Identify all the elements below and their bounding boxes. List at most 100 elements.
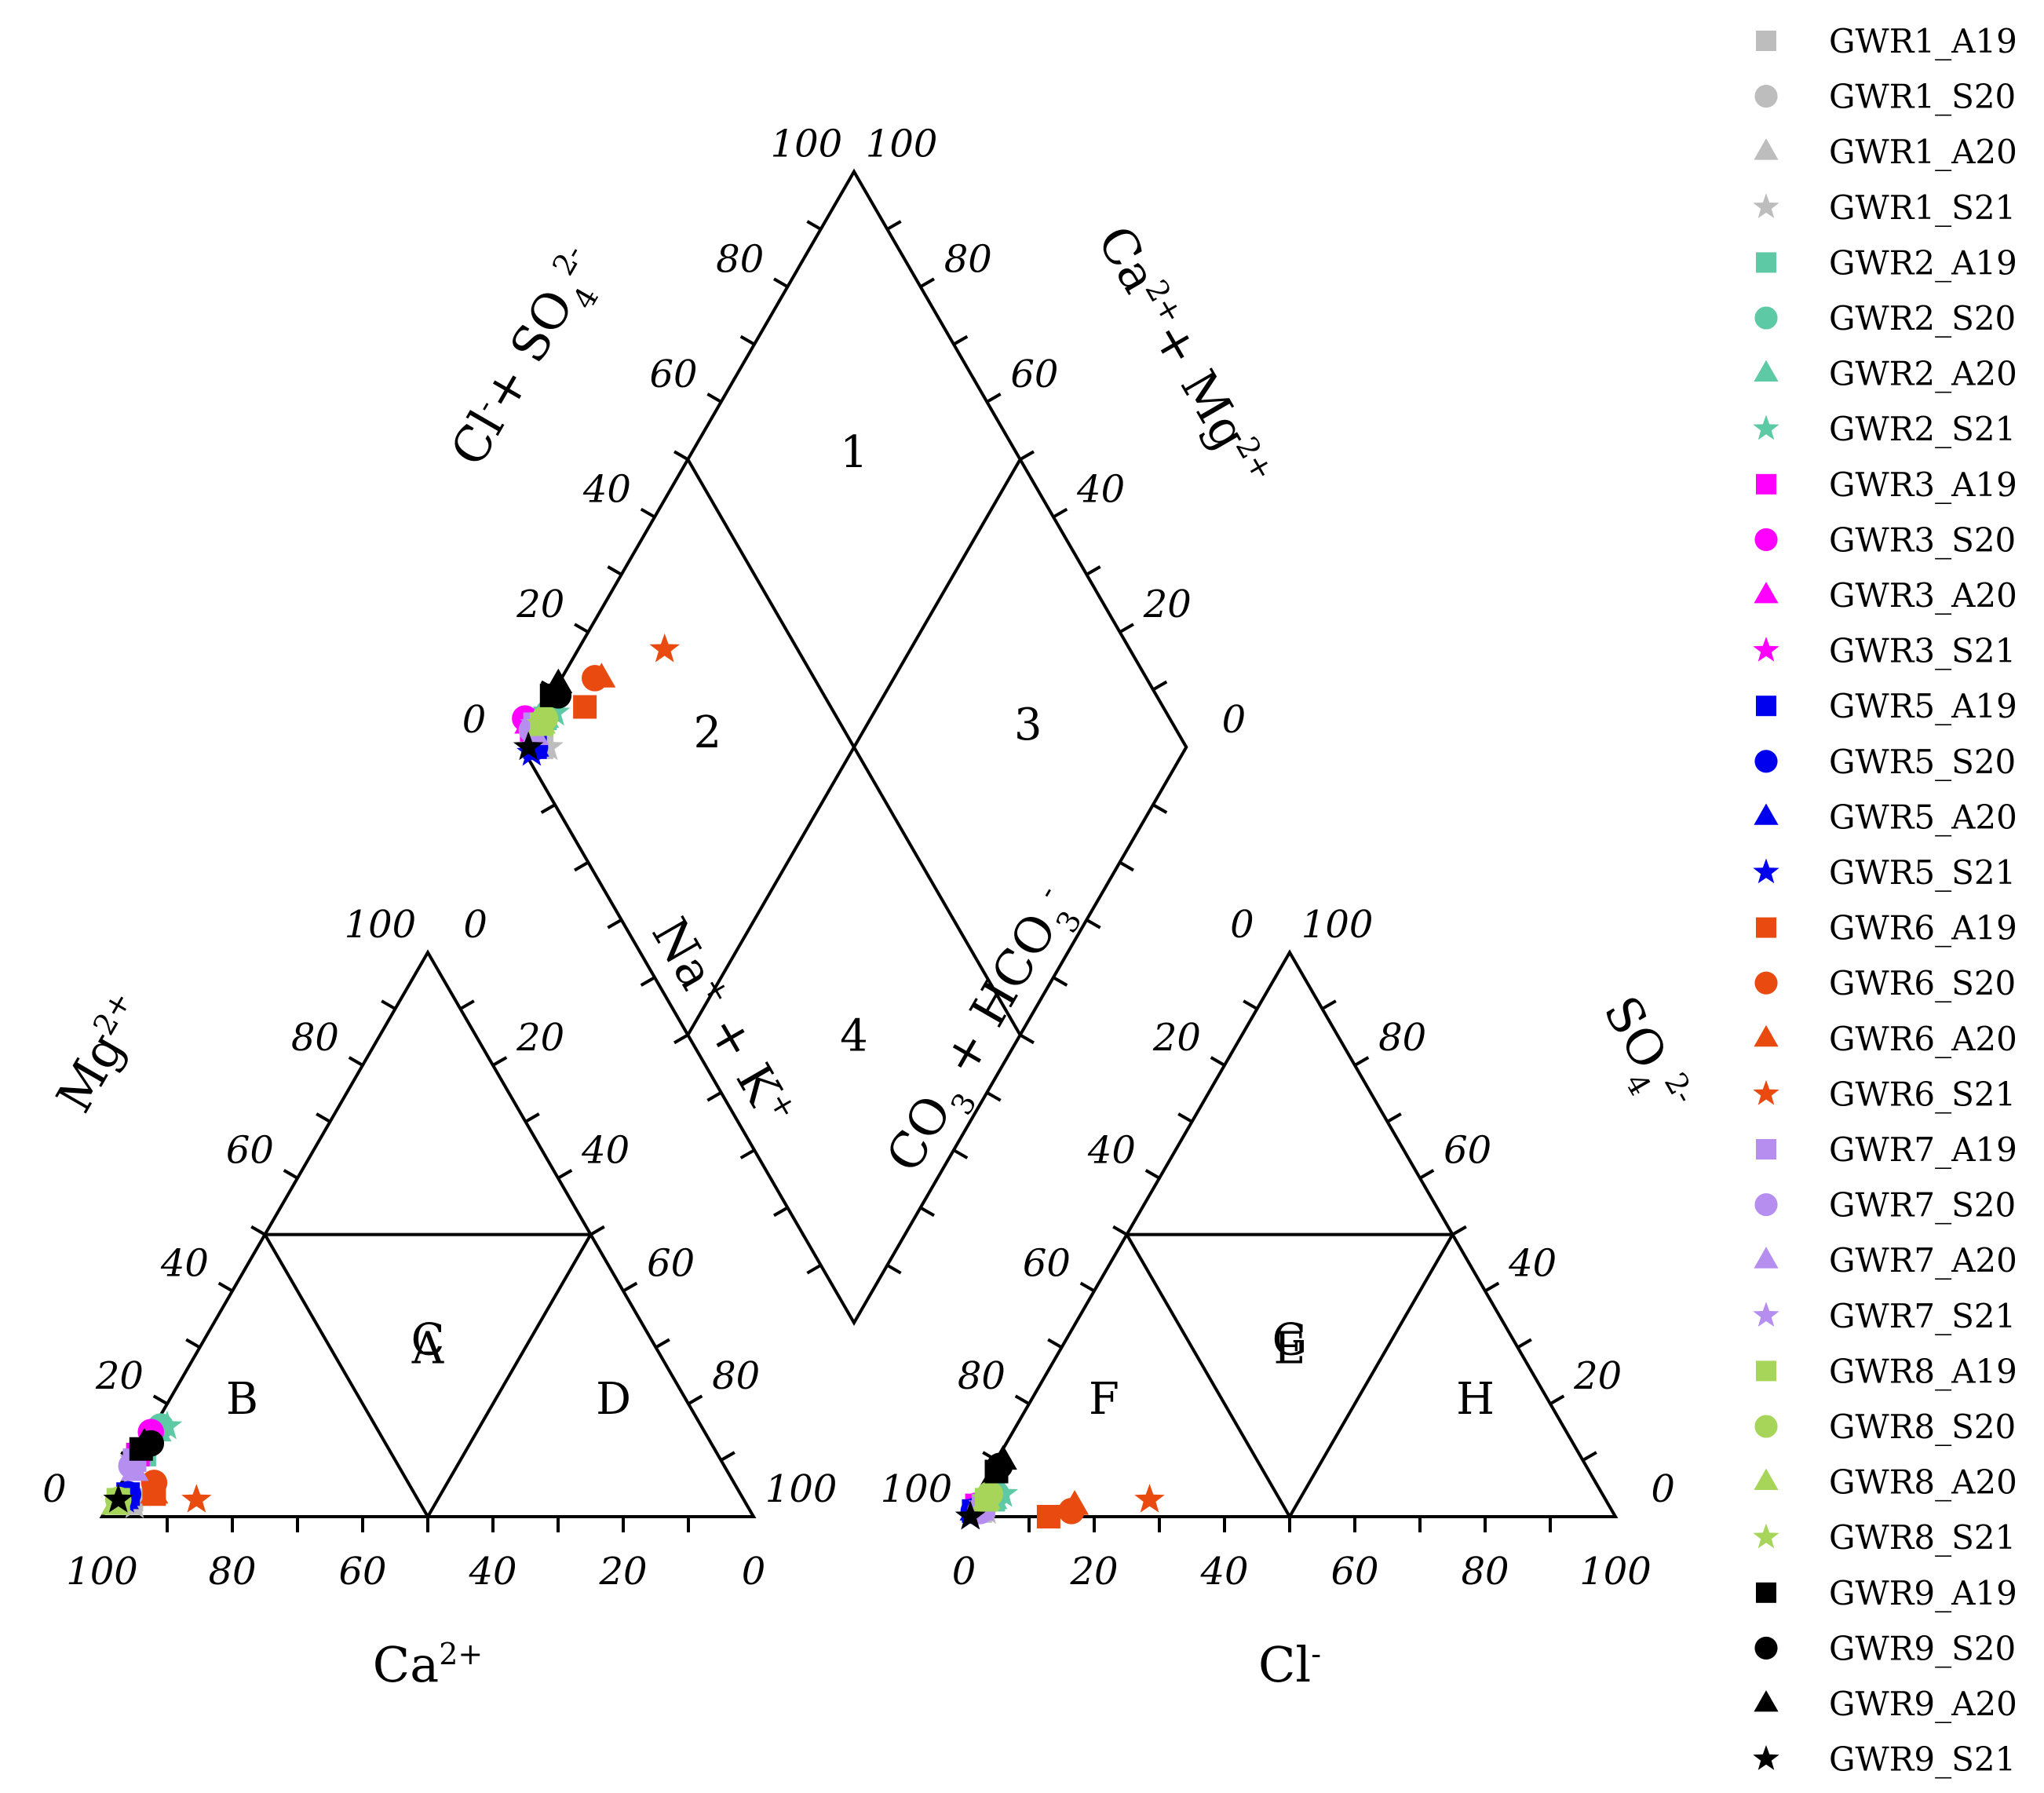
point-GWR6_S21-anion [1134, 1484, 1165, 1513]
anion-left-tick [1144, 1168, 1161, 1180]
cation-right-tick [524, 1112, 540, 1123]
cation-bottom-tick-label: 100 [66, 1550, 138, 1594]
legend-marker-star [1753, 414, 1779, 440]
diamond-left-upper-tick-label: 100 [771, 122, 843, 166]
legend-label: GWR5_S20 [1829, 743, 2016, 781]
cation-c-right-line [426, 1233, 593, 1518]
point-GWR1_S21-diamond [533, 731, 564, 761]
legend-label: GWR5_A20 [1829, 798, 2017, 836]
legend-entry: GWR6_S21 [1753, 1075, 2016, 1113]
legend-marker-triangle [1754, 1690, 1779, 1712]
cation-left-tick-label: 80 [291, 1016, 339, 1060]
point-GWR9_S21-cation [103, 1484, 133, 1513]
point-GWR6_S21-cation [181, 1484, 212, 1513]
point-GWR6_S21-diamond [649, 633, 680, 663]
diamond-left-upper-tick [673, 450, 689, 461]
diamond-right-lower-tick [886, 1263, 902, 1275]
diamond-left-upper-tick [574, 623, 589, 634]
anion-right-tick [1353, 1056, 1370, 1067]
anion-left-tick-label: 40 [1087, 1129, 1136, 1173]
diamond-right-upper-tick-label: 60 [1010, 352, 1058, 396]
diagram-frames [99, 168, 1619, 1518]
legend-entry: GWR2_A20 [1754, 355, 2017, 393]
data-points [100, 633, 1165, 1530]
legend-label: GWR6_A19 [1829, 909, 2017, 948]
legend-entry: GWR5_S21 [1753, 853, 2016, 892]
diamond-left-lower-tick [640, 976, 656, 987]
point-GWR9_A20-cation [130, 1428, 159, 1453]
anion-right-tick-label: 0 [1651, 1467, 1675, 1511]
cation-bottom-tick-label: 20 [598, 1550, 647, 1594]
anion-right-tick-label: 40 [1508, 1241, 1557, 1285]
legend-entry: GWR7_S21 [1753, 1297, 2016, 1335]
legend-label: GWR2_A20 [1829, 355, 2017, 393]
anion-left-tick [1112, 1225, 1128, 1236]
cation-right-tick [687, 1394, 703, 1405]
cation-c-left-line [263, 1233, 429, 1518]
legend-label: GWR9_S21 [1829, 1740, 2016, 1779]
cation-right-tick-label: 80 [712, 1354, 760, 1398]
cation-left-tick [217, 1281, 234, 1293]
legend-label: GWR8_A19 [1829, 1352, 2017, 1390]
cation-left-tick [152, 1394, 169, 1405]
legend-marker-square [1756, 1139, 1776, 1159]
legend-entry: GWR8_A20 [1754, 1463, 2017, 1502]
region-1: 1 [840, 427, 868, 478]
anion-g-left-line [1125, 1233, 1291, 1518]
legend-entry: GWR6_S20 [1754, 964, 2016, 1002]
legend-label: GWR3_S20 [1829, 520, 2016, 559]
diamond-right-upper-tick [952, 334, 969, 346]
region-4: 4 [840, 1010, 868, 1061]
legend-marker-square [1756, 252, 1776, 273]
anion-left-tick-label: 80 [958, 1354, 1006, 1398]
diamond-left-lower-tick [739, 1148, 756, 1159]
point-GWR8_S21-diamond [526, 708, 557, 737]
legend-entry: GWR1_S20 [1754, 78, 2016, 116]
legend: GWR1_A19GWR1_S20GWR1_A20GWR1_S21GWR2_A19… [1753, 22, 2017, 1779]
cation-left-tick [348, 1056, 364, 1067]
diamond-left-upper-tick-label: 80 [716, 237, 764, 281]
legend-entry: GWR5_S20 [1754, 743, 2016, 781]
legend-marker-square [1756, 1582, 1776, 1603]
legend-marker-star [1753, 1302, 1779, 1327]
diamond-left-upper-tick [806, 220, 822, 231]
legend-entry: GWR7_A20 [1754, 1241, 2017, 1280]
cation-left-tick-label: 100 [345, 903, 417, 947]
anion-bottom-tick-label: 100 [1579, 1550, 1652, 1594]
legend-label: GWR3_S21 [1829, 632, 2016, 670]
diamond-right-lower-tick [919, 1206, 935, 1218]
diamond-right-lower-tick [1019, 1033, 1035, 1045]
legend-marker-triangle [1754, 138, 1779, 160]
diamond-left-upper-tick [773, 277, 789, 289]
cation-bottom-axis-label: Ca2+ [373, 1636, 483, 1693]
region-c: C [411, 1315, 445, 1366]
legend-marker-triangle [1754, 1468, 1779, 1490]
cation-right-tick [491, 1056, 508, 1067]
anion-right-tick [1451, 1225, 1467, 1236]
anion-right-tick [1582, 1451, 1597, 1462]
point-GWR7_A20-cation [120, 1456, 149, 1481]
anion-left-tick [1210, 1056, 1226, 1067]
diamond-left-lower-tick [773, 1206, 789, 1218]
diamond-right-lower-tick [1119, 860, 1134, 872]
legend-entry: GWR3_A20 [1754, 576, 2017, 615]
legend-label: GWR8_S21 [1829, 1518, 2016, 1557]
point-GWR9_S21-anion [955, 1500, 986, 1530]
anion-left-tick-label: 60 [1023, 1241, 1071, 1285]
anion-left-tick-label: 100 [881, 1467, 953, 1511]
legend-label: GWR6_S20 [1829, 964, 2016, 1002]
anion-right-tick [1418, 1168, 1435, 1180]
cation-right-axis-label: Na+ + K+ [641, 908, 805, 1136]
legend-marker-circle [1754, 85, 1778, 108]
anion-g-right-line [1288, 1233, 1455, 1518]
point-GWR6_A20-diamond [587, 663, 616, 688]
legend-marker-triangle [1754, 803, 1779, 825]
diamond-left-upper-tick-label: 20 [516, 582, 564, 626]
legend-label: GWR9_A20 [1829, 1685, 2017, 1723]
diamond-left-upper-tick [607, 565, 622, 576]
legend-marker-square [1756, 473, 1776, 495]
legend-marker-star [1753, 1523, 1779, 1549]
anion-right-tick-label: 20 [1573, 1354, 1622, 1398]
legend-entry: GWR6_A19 [1756, 909, 2017, 948]
